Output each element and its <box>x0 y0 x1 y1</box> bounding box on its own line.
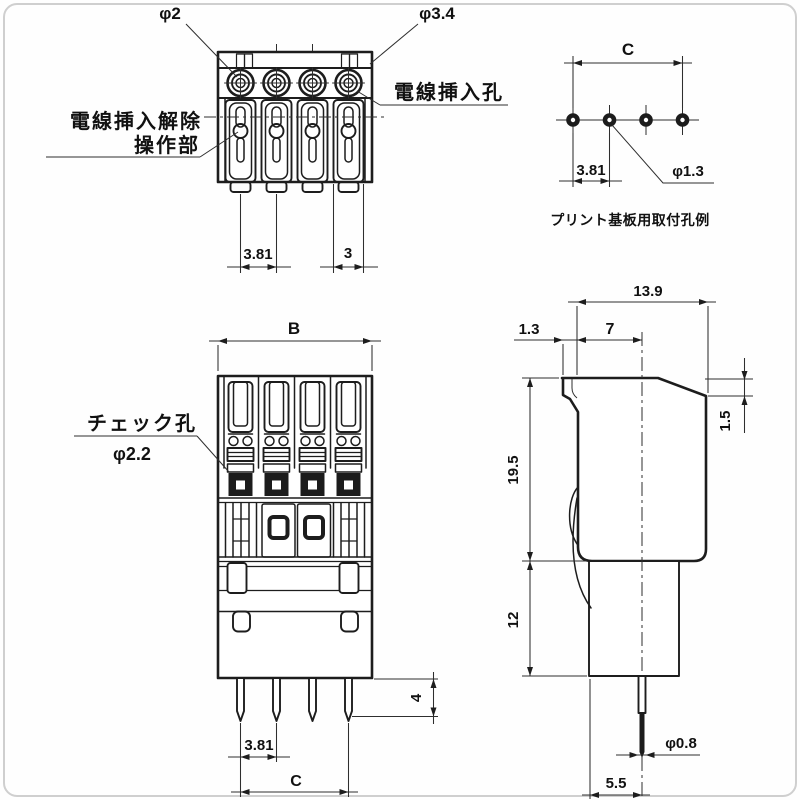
middle-left-guide <box>224 502 258 558</box>
front-view-dimensions: B 4 3.81 C <box>209 319 438 797</box>
solder-pin <box>308 677 317 722</box>
pcb-mounting-hole <box>675 104 690 136</box>
dim-center-offset: 7 <box>606 321 615 338</box>
dim-pin-pitch: 3.81 <box>244 737 273 754</box>
side-view-dimensions: 13.9 1.3 7 1.5 19.5 12 <box>505 283 753 799</box>
solder-pin-side <box>637 675 647 714</box>
contact-window <box>303 515 325 540</box>
dim-hole-pitch: 3.81 <box>576 162 605 179</box>
leader-release <box>199 131 239 158</box>
dim-step: 1.5 <box>717 411 734 432</box>
leader-phi3-4 <box>369 23 419 65</box>
solder-pin <box>272 677 281 722</box>
check-hole-square <box>300 473 325 496</box>
top-view: φ2 φ3.4 電線挿入孔 電線挿入解除 操作部 3.81 3 <box>46 4 508 273</box>
dim-pin-span-c: C <box>290 773 302 790</box>
label-phi3-4: φ3.4 <box>419 4 455 23</box>
dim-lower-height: 12 <box>505 612 522 629</box>
label-wire-insertion-hole: 電線挿入孔 <box>394 80 504 104</box>
solder-pin <box>236 677 245 722</box>
leader-check-hole <box>196 435 230 473</box>
front-view: B 4 3.81 C チェック孔 φ2.2 <box>74 319 438 797</box>
label-release-line2: 操作部 <box>134 133 200 157</box>
snap-foot <box>232 610 251 633</box>
mount-peg <box>226 562 248 594</box>
pcb-view-caption: プリント基板用取付孔例 <box>550 212 710 228</box>
dim-flange: 1.3 <box>519 321 540 338</box>
dim-pin-dia: φ0.8 <box>665 735 697 752</box>
dim-hole-dia: φ1.3 <box>672 163 704 180</box>
leader-wire-hole <box>356 90 381 106</box>
leader-phi1-3 <box>611 124 714 184</box>
mount-peg <box>338 562 360 594</box>
snap-foot <box>340 610 359 633</box>
label-release-line1: 電線挿入解除 <box>70 109 202 133</box>
dim-slot-width: 3 <box>344 245 352 262</box>
contact-window <box>267 515 290 540</box>
dim-pitch: 3.81 <box>243 246 272 263</box>
page-border <box>3 3 797 797</box>
dim-upper-height: 19.5 <box>505 455 522 484</box>
pcb-hole-view: C 3.81 φ1.3 プリント基板用取付孔例 <box>550 40 714 228</box>
side-view-lower-body <box>588 560 680 677</box>
top-view-dimensions: 3.81 3 <box>227 184 378 273</box>
leader-phi2 <box>185 23 238 78</box>
pcb-mounting-hole <box>638 104 654 136</box>
dim-depth: 13.9 <box>633 283 662 300</box>
pcb-mounting-hole <box>602 104 617 136</box>
solder-pin <box>344 677 353 722</box>
label-phi2: φ2 <box>159 4 181 23</box>
dim-span-c: C <box>622 40 634 59</box>
pcb-mounting-hole <box>565 104 581 136</box>
side-view-upper-body <box>560 376 708 563</box>
latch-spring-curve <box>568 486 579 545</box>
flange-hook-detail <box>571 379 578 399</box>
dim-pin-offset: 5.5 <box>606 775 627 792</box>
pcb-view-dimensions: C 3.81 φ1.3 <box>559 40 714 187</box>
dim-pin-length: 4 <box>408 693 425 702</box>
side-view: 13.9 1.3 7 1.5 19.5 12 <box>505 283 753 799</box>
label-check-hole: チェック孔 <box>87 412 197 435</box>
middle-right-guide <box>332 502 366 558</box>
check-hole-square <box>228 473 253 496</box>
label-check-hole-dia: φ2.2 <box>113 444 151 464</box>
dim-width-b: B <box>288 319 300 338</box>
check-hole-square <box>336 473 361 496</box>
check-hole-square <box>264 473 289 496</box>
